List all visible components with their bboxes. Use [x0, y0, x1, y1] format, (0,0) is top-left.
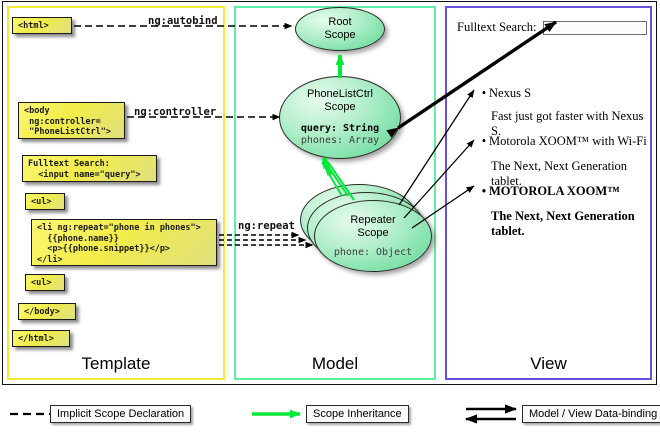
- scope-repeater-title-1: Repeater: [350, 213, 396, 226]
- scope-phonelistctrl-prop-query: query: String: [300, 123, 380, 134]
- bullet-icon: •: [481, 134, 487, 148]
- legend-item-scope-inheritance: Scope Inheritance: [306, 405, 409, 423]
- scope-repeater-prop-phone: phone: Object: [333, 246, 413, 258]
- code-box-ul-close: <ul>: [25, 274, 65, 291]
- code-box-html-open: <html>: [12, 17, 72, 34]
- code-box-ul-open: <ul>: [25, 193, 65, 210]
- code-box-li-repeat: <li ng:repeat="phone in phones"> {{phone…: [31, 219, 217, 266]
- scope-root-title-1: Root: [328, 16, 352, 28]
- view-search-row: Fulltext Search:: [457, 20, 647, 35]
- legend-item-implicit-scope-declaration: Implicit Scope Declaration: [50, 405, 192, 423]
- view-list-item-0: • Nexus S: [479, 86, 531, 101]
- panel-template-label: Template: [81, 354, 151, 373]
- view-search-input[interactable]: [542, 20, 647, 35]
- legend: Implicit Scope Declaration Scope Inherit…: [0, 392, 660, 435]
- view-item-name: MOTOROLA XOOM™: [489, 184, 620, 198]
- code-box-body-open: <body ng:controller= "PhoneListCtrl">: [18, 102, 125, 139]
- view-item-name: Nexus S: [489, 86, 532, 100]
- scope-phonelistctrl-title-1: PhoneListCtrl: [306, 88, 374, 100]
- view-search-label: Fulltext Search:: [457, 20, 537, 34]
- scope-root-title-2: Scope: [324, 29, 356, 41]
- panel-model-label: Model: [311, 354, 359, 373]
- view-item-name: Motorola XOOM™ with Wi-Fi: [489, 134, 647, 148]
- view-item-snippet-1: The Next, Next Generation tablet.: [491, 159, 628, 188]
- panel-view-label: View: [530, 354, 567, 373]
- view-list-item-2: • MOTOROLA XOOM™: [479, 184, 620, 199]
- view-list-item-1: • Motorola XOOM™ with Wi-Fi: [479, 134, 647, 149]
- bullet-icon: •: [481, 86, 487, 100]
- scope-phonelistctrl: PhoneListCtrl Scope query: String phones…: [279, 76, 401, 159]
- edge-label-ng-controller: ng:controller: [134, 106, 217, 118]
- code-box-body-close: </body>: [18, 303, 76, 320]
- scope-phonelistctrl-title-2: Scope: [324, 101, 356, 113]
- code-box-html-close: </html>: [12, 330, 70, 347]
- legend-item-model-view-data-binding: Model / View Data-binding: [522, 405, 660, 423]
- view-content: Fulltext Search: • Nexus S Fast just got…: [451, 12, 647, 352]
- view-item-snippet-2: The Next, Next Generation tablet.: [491, 209, 635, 238]
- edge-label-ng-autobind: ng:autobind: [148, 15, 218, 27]
- bullet-icon: •: [481, 184, 487, 198]
- edge-label-ng-repeat: ng:repeat: [238, 220, 295, 232]
- scope-phonelistctrl-prop-phones: phones: Array: [300, 135, 380, 146]
- code-box-fulltext-search: Fulltext Search: <input name="query">: [22, 155, 157, 182]
- scope-repeater: Repeater Scope phone: Object: [314, 200, 432, 272]
- scope-repeater-title-2: Scope: [357, 226, 389, 239]
- scope-root: Root Scope: [295, 7, 385, 51]
